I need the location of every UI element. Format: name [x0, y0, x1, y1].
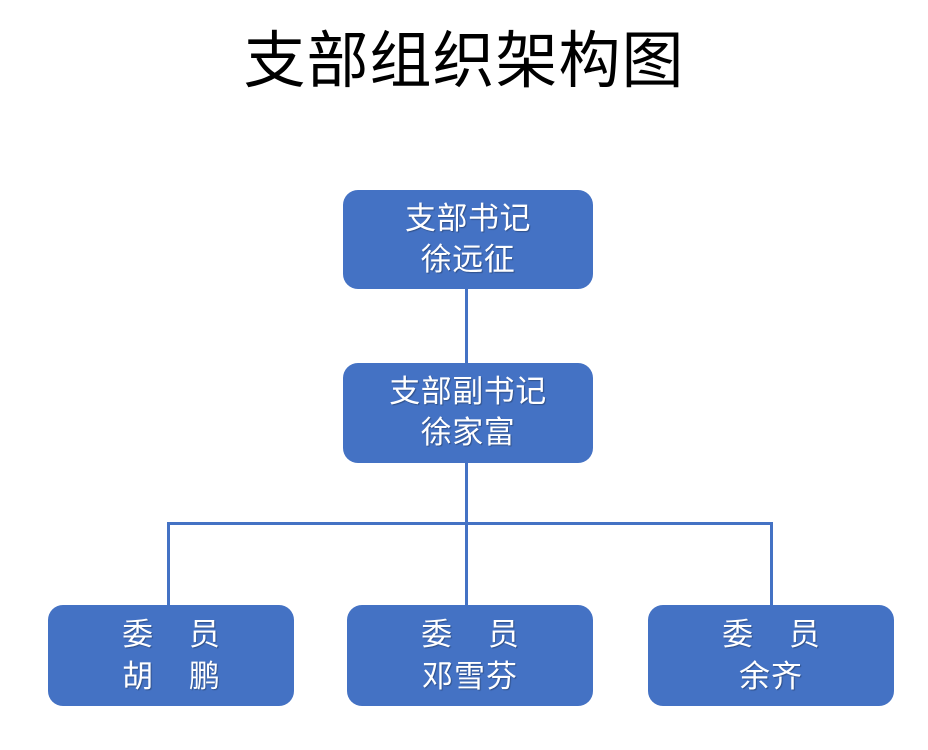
- node-member-2-role: 委 员: [421, 616, 532, 653]
- node-deputy-secretary[interactable]: 支部副书记 徐家富: [343, 363, 593, 463]
- node-secretary-name: 徐远征: [420, 241, 516, 278]
- node-member-2-name: 邓雪芬: [422, 658, 518, 695]
- node-member-3[interactable]: 委 员 余齐: [648, 605, 894, 706]
- connector-bus-to-member-1: [167, 522, 170, 606]
- node-member-1-role: 委 员: [122, 616, 233, 653]
- node-member-3-role: 委 员: [722, 616, 833, 653]
- node-member-1[interactable]: 委 员 胡 鹏: [48, 605, 294, 706]
- connector-deputy-to-bus: [465, 462, 468, 525]
- node-secretary[interactable]: 支部书记 徐远征: [343, 190, 593, 289]
- node-member-3-name: 余齐: [739, 658, 803, 695]
- node-deputy-secretary-name: 徐家富: [420, 415, 516, 451]
- connector-horizontal-bus: [167, 522, 773, 525]
- connector-bus-to-member-3: [770, 522, 773, 606]
- node-member-2[interactable]: 委 员 邓雪芬: [347, 605, 593, 706]
- node-secretary-role: 支部书记: [405, 200, 531, 237]
- node-member-1-name: 胡 鹏: [122, 658, 233, 695]
- page-title: 支部组织架构图: [243, 24, 685, 97]
- node-deputy-secretary-role: 支部副书记: [389, 374, 547, 410]
- connector-secretary-to-deputy: [465, 288, 468, 364]
- connector-bus-to-member-2: [465, 522, 468, 606]
